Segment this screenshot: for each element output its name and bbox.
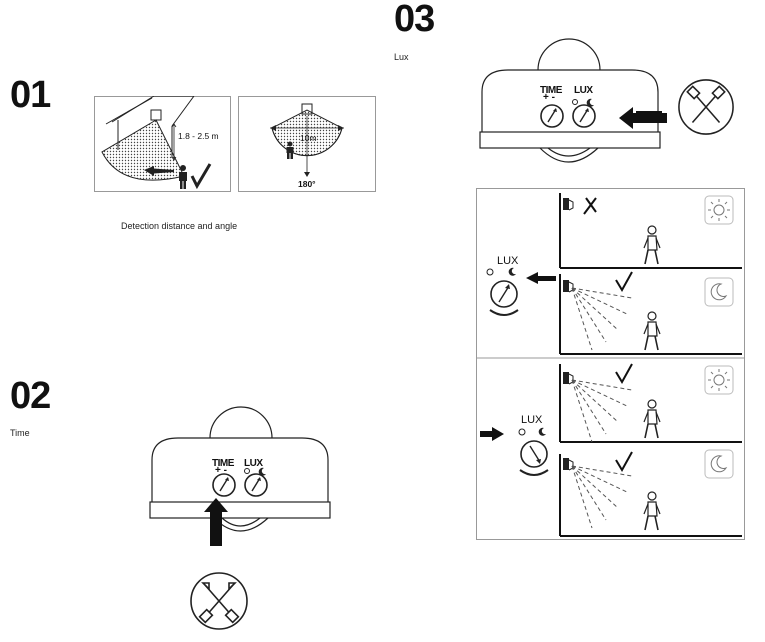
screwdriver-icon (190, 572, 248, 630)
panel-lux-label-top: LUX (497, 255, 519, 267)
screwdriver-icon-2 (678, 79, 734, 135)
left-arrow-icon (619, 107, 667, 129)
height-label: 1.8 - 2.5 m (178, 131, 219, 141)
distance-label: 10m (300, 133, 317, 143)
lux-scenario-panel (476, 188, 745, 540)
knob-time-label: TIME (212, 458, 234, 469)
plus-minus-label: + - (215, 465, 227, 476)
angle-label: 180° (298, 179, 316, 189)
house-mounting-illustration (94, 96, 231, 192)
plus-minus-label-3: + - (543, 92, 555, 103)
knob-lux-label-3: LUX (574, 85, 593, 96)
step3-caption: Lux (394, 52, 409, 62)
step-number-03: 03 (394, 0, 435, 40)
step2-caption: Time (10, 428, 30, 438)
panel-lux-label-bottom: LUX (521, 414, 543, 426)
step-number-01: 01 (10, 74, 51, 116)
detection-angle-illustration (238, 96, 376, 192)
knob-lux-label: LUX (244, 458, 263, 469)
knob-time-label-3: TIME (540, 85, 562, 96)
step1-caption: Detection distance and angle (121, 221, 238, 231)
sensor-time-adjust-illustration (149, 406, 331, 546)
step-number-02: 02 (10, 375, 51, 417)
